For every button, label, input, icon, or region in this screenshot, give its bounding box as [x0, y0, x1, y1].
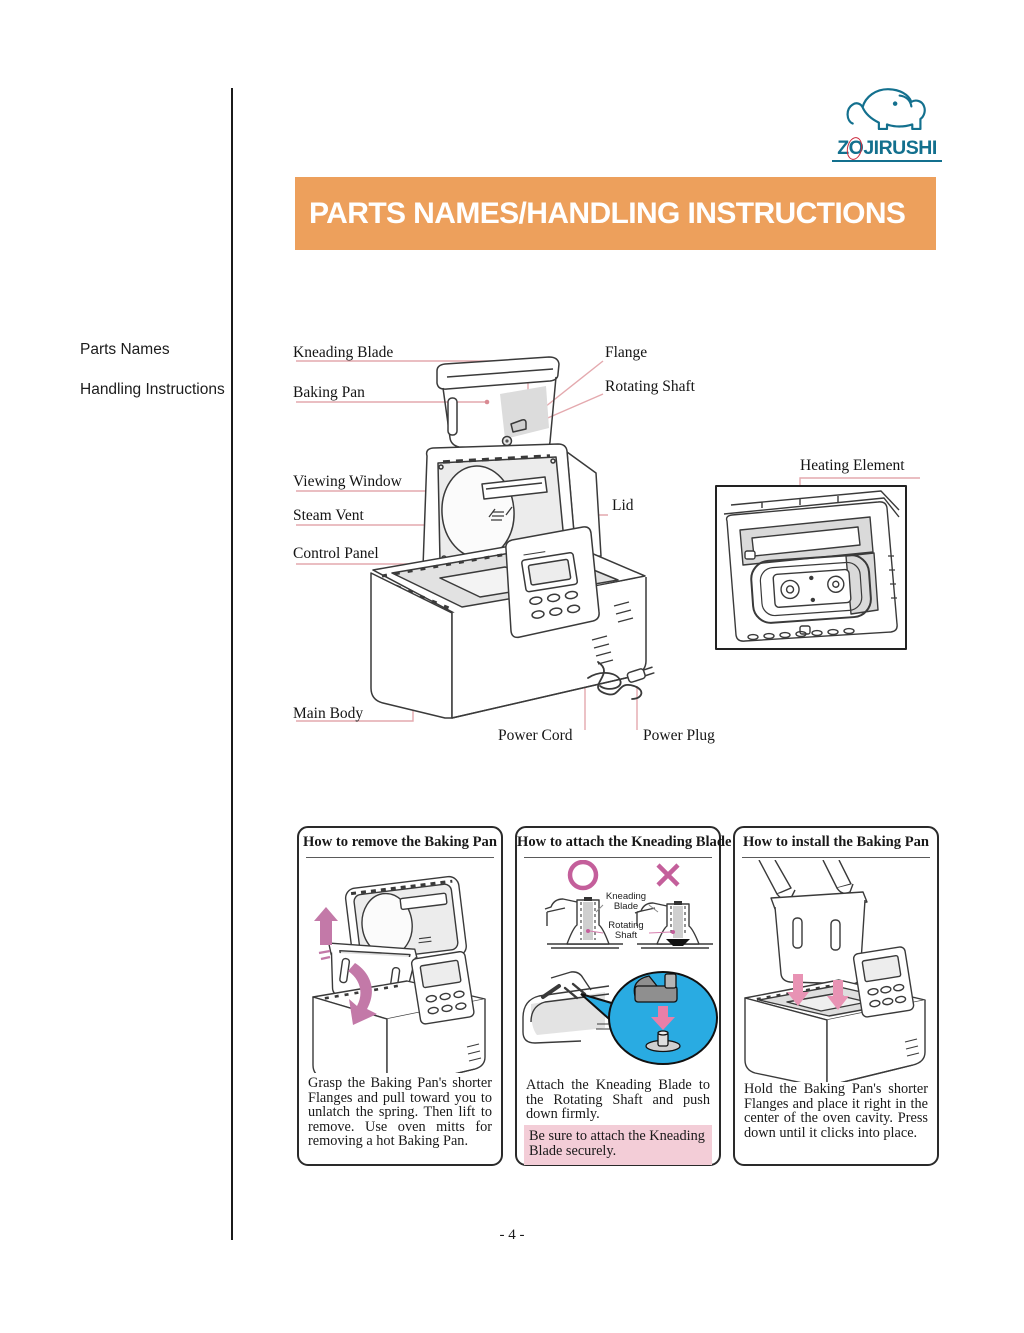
title-rule	[306, 857, 494, 858]
shaft-pointer-lines	[589, 930, 672, 934]
attach-blade-illustration	[522, 860, 718, 1065]
label-power-plug: Power Plug	[643, 727, 715, 744]
howto-title: How to install the Baking Pan	[742, 834, 930, 850]
page-number: - 4 -	[499, 1227, 525, 1243]
remove-pan-illustration	[312, 875, 486, 1073]
title-rule	[524, 857, 712, 858]
correct-mark-icon	[567, 860, 599, 891]
power-cord-drawing	[587, 661, 655, 700]
heating-element-inset	[715, 485, 907, 650]
elephant-icon	[846, 88, 926, 131]
sidebar-item-handling-instructions: Handling Instructions	[80, 381, 225, 398]
brand-o: O	[844, 135, 864, 162]
label-control-panel: Control Panel	[293, 545, 379, 562]
control-panel-drawing	[505, 526, 600, 639]
column-divider-line	[231, 88, 233, 1240]
section-banner: PARTS NAMES/HANDLING INSTRUCTIONS	[295, 177, 936, 250]
label-flange: Flange	[605, 344, 648, 361]
install-pan-illustration	[744, 860, 926, 1082]
howto-body-text: Attach the Kneading Blade to the Rotatin…	[526, 1077, 710, 1123]
howto-title: How to remove the Baking Pan	[303, 834, 497, 850]
howto-attach-kneading-blade: How to attach the Kneading Blade	[515, 826, 732, 1166]
label-power-cord: Power Cord	[498, 727, 573, 744]
baking-pan-drawing	[436, 356, 560, 467]
howto-title: How to attach the Kneading Blade	[517, 834, 732, 850]
howto-note-highlight: Be sure to attach the Kneading Blade sec…	[524, 1125, 712, 1165]
howto-install-baking-pan: How to install the Baking Pan	[733, 826, 939, 1166]
blade-pointer-lines	[595, 904, 659, 913]
power-plug-drawing	[626, 666, 655, 683]
steam-vent-icon	[488, 506, 513, 521]
sidebar-item-parts-names: Parts Names	[80, 341, 170, 358]
label-baking-pan: Baking Pan	[293, 384, 365, 401]
inset-vent-ovals	[747, 627, 855, 641]
label-heating-element: Heating Element	[800, 457, 905, 474]
label-viewing-window: Viewing Window	[293, 473, 402, 490]
label-steam-vent: Steam Vent	[293, 507, 364, 524]
label-lid: Lid	[612, 497, 634, 514]
howto-body-text: Hold the Baking Pan's shorter Flanges an…	[744, 1081, 928, 1141]
logo-underline	[832, 160, 942, 162]
brand-rest: JIRUSHI	[863, 137, 937, 159]
incorrect-mark-icon	[656, 863, 680, 887]
howto-remove-baking-pan: How to remove the Baking Pan	[297, 826, 503, 1166]
callout-label-rotating-shaft: Rotating Shaft	[608, 920, 644, 941]
pull-arrows	[314, 907, 377, 1025]
howto-body-text: Grasp the Baking Pan's shorter Flanges a…	[308, 1075, 492, 1150]
callout-balloon	[580, 971, 718, 1065]
label-kneading-blade: Kneading Blade	[293, 344, 394, 361]
label-rotating-shaft: Rotating Shaft	[605, 378, 695, 395]
push-down-arrow	[651, 1006, 675, 1030]
vent-slits	[591, 601, 634, 665]
title-rule	[742, 857, 930, 858]
brand-z: Z	[837, 137, 849, 159]
callout-label-kneading-blade: Kneading Blade	[605, 891, 647, 912]
press-down-arrows	[787, 974, 849, 1010]
section-title: PARTS NAMES/HANDLING INSTRUCTIONS	[309, 197, 906, 230]
shaft-diagrams	[544, 897, 713, 949]
label-main-body: Main Body	[293, 705, 364, 722]
pan-corner-drawing	[522, 971, 611, 1044]
